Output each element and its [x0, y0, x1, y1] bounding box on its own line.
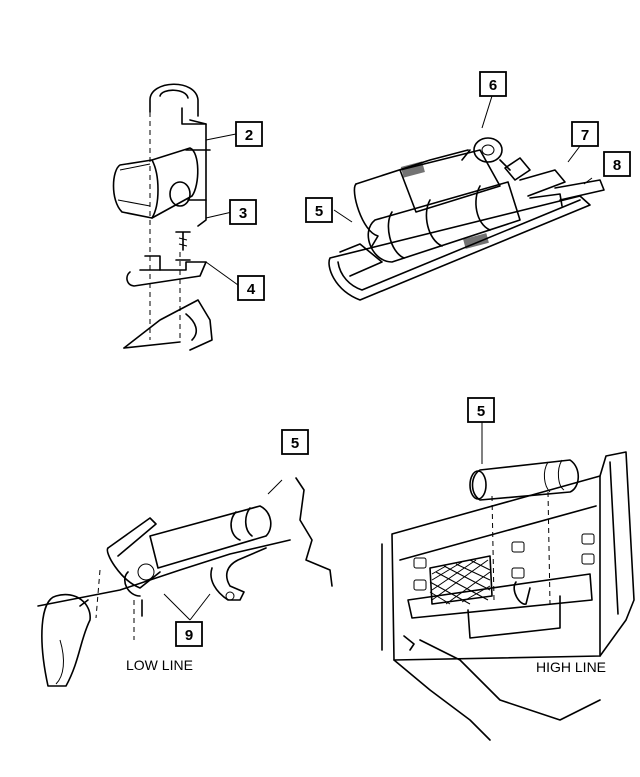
- svg-text:9: 9: [185, 627, 193, 644]
- caption-high-line: HIGH LINE: [536, 659, 606, 675]
- svg-text:5: 5: [477, 403, 485, 420]
- callout-2: 2: [235, 121, 263, 147]
- callout-7: 7: [571, 121, 599, 147]
- callout-4: 4: [237, 275, 265, 301]
- callout-9: 9: [175, 621, 203, 647]
- svg-text:4: 4: [247, 281, 256, 298]
- top-right-assembly: [328, 95, 605, 301]
- callout-3: 3: [229, 199, 257, 225]
- top-left-assembly: [112, 83, 239, 351]
- caption-low-line: LOW LINE: [126, 657, 193, 673]
- svg-text:5: 5: [291, 435, 299, 452]
- callout-6: 6: [479, 71, 507, 97]
- callout-8: 8: [603, 151, 631, 177]
- low-line-assembly: [37, 477, 333, 687]
- callout-5-top: 5: [305, 197, 333, 223]
- svg-text:7: 7: [581, 127, 589, 144]
- callout-5-high: 5: [467, 397, 495, 423]
- svg-text:2: 2: [245, 127, 253, 144]
- svg-text:3: 3: [239, 205, 247, 222]
- svg-text:5: 5: [315, 203, 323, 220]
- svg-text:6: 6: [489, 77, 497, 94]
- callout-5-low: 5: [281, 429, 309, 455]
- high-line-assembly: [381, 422, 635, 741]
- svg-text:8: 8: [613, 157, 621, 174]
- cargo-net: [429, 555, 493, 605]
